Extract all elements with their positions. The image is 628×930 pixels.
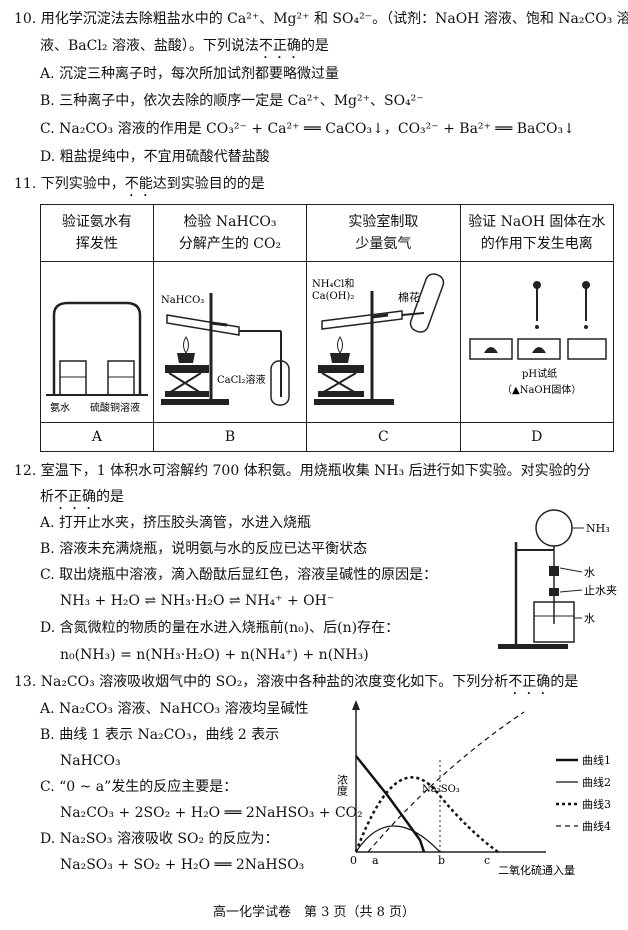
- emphasis-text: 不正确: [54, 489, 96, 505]
- q12-equation-c: NH₃ + H₂O ⇌ NH₃·H₂O ⇌ NH₄⁺ + OH⁻: [60, 593, 335, 609]
- concentration-chart: 浓度 二氧化硫通入量 0 a b c Na₂SO₃ 曲线1 曲线2 曲线3 曲线…: [336, 700, 611, 877]
- q12-option-d: D. 含氮微粒的物质的量在水进入烧瓶前(n₀)、后(n)存在：: [40, 620, 400, 636]
- q11-stem: 11. 下列实验中，不能达到实验目的的是: [14, 176, 265, 192]
- series-2-line: [355, 825, 441, 853]
- label-cacl2: CaCl₂溶液: [217, 373, 265, 386]
- x-tick-b: b: [438, 854, 445, 867]
- series-1-line: [355, 755, 426, 853]
- q13-option-d-line1: D. Na₂SO₃ 溶液吸收 SO₂ 的反应为：: [40, 831, 279, 847]
- q10-stem-line2: 液、BaCl₂ 溶液、盐酸）。下列说法不正确的是: [40, 38, 329, 54]
- legend-label-1: 曲线1: [582, 753, 611, 767]
- q10-option-a: A. 沉淀三种离子时，每次所加试剂都要略微过量: [40, 66, 340, 82]
- x-tick-0: 0: [350, 854, 357, 867]
- y-axis-label: 浓度: [336, 774, 349, 797]
- figure-a: 氨水 硫酸铜溶液: [40, 261, 154, 423]
- header-c: 实验室制取少量氨气: [306, 204, 461, 262]
- emphasis-text: 不能: [124, 176, 153, 192]
- annotation-na2so3: Na₂SO₃: [422, 784, 460, 795]
- q12-option-b: B. 溶液未充满烧瓶，说明氨与水的反应已达平衡状态: [40, 541, 368, 557]
- fountain-apparatus-figure: NH₃ 水 止水夹 水: [498, 509, 617, 649]
- label-nahco3: NaHCO₃: [161, 295, 204, 306]
- q13-option-c-line1: C. “0 ~ a”发生的反应主要是：: [40, 779, 238, 795]
- header-d: 验证 NaOH 固体在水的作用下发生电离: [459, 204, 615, 262]
- q13-option-c-line2: Na₂CO₃ + 2SO₂ + H₂O ══ 2NaHSO₃ + CO₂: [60, 805, 363, 821]
- q13-option-b-line2: NaHCO₃: [60, 753, 121, 769]
- q13-stem: 13. Na₂CO₃ 溶液吸收烟气中的 SO₂，溶液中各种盐的浓度变化如下。下列…: [14, 674, 579, 690]
- page-footer: 高一化学试卷 第 3 页（共 8 页）: [212, 905, 416, 920]
- header-a: 验证氨水有挥发性: [40, 204, 154, 262]
- figure-c: NH₄Cl和 Ca(OH)₂ 棉花: [306, 261, 461, 423]
- emphasis-text: 不正确: [258, 38, 301, 54]
- heating-setup-figure: NaHCO₃ CaCl₂溶液: [160, 293, 290, 406]
- label-naoh-note: （▲NaOH固体）: [502, 384, 581, 396]
- label-cuso4: 硫酸铜溶液: [90, 401, 140, 414]
- q13-option-d-line2: Na₂SO₃ + SO₂ + H₂O ══ 2NaHSO₃: [60, 857, 305, 873]
- legend-label-2: 曲线2: [582, 775, 611, 789]
- option-label-c: C: [306, 422, 461, 452]
- q13-option-a: A. Na₂CO₃ 溶液、NaHCO₃ 溶液均呈碱性: [40, 701, 309, 717]
- q13-option-b-line1: B. 曲线 1 表示 Na₂CO₃，曲线 2 表示: [40, 727, 280, 743]
- chart-legend: 曲线1 曲线2 曲线3 曲线4: [556, 753, 611, 833]
- ammonia-prep-figure: NH₄Cl和 Ca(OH)₂ 棉花: [312, 273, 445, 405]
- q12-option-c: C. 取出烧瓶中溶液，滴入酚酞后显红色，溶液呈碱性的原因是：: [40, 567, 438, 583]
- series-3-line: [354, 776, 499, 854]
- q12-equation-d: n₀(NH₃) = n(NH₃·H₂O) + n(NH₄⁺) + n(NH₃): [60, 647, 369, 663]
- q10-stem-line1: 10. 用化学沉淀法去除粗盐水中的 Ca²⁺、Mg²⁺ 和 SO₄²⁻。（试剂：…: [14, 11, 628, 27]
- option-label-a: A: [40, 422, 154, 452]
- option-label-b: B: [152, 422, 308, 452]
- label-ph-paper: pH试纸: [522, 367, 557, 380]
- bell-jar-figure: 氨水 硫酸铜溶液: [45, 301, 148, 414]
- legend-label-4: 曲线4: [582, 819, 611, 833]
- figure-b: NaHCO₃ CaCl₂溶液: [152, 261, 308, 423]
- label-ammonia: 氨水: [50, 401, 70, 414]
- q10-option-b: B. 三种离子中，依次去除的顺序一定是 Ca²⁺、Mg²⁺、SO₄²⁻: [40, 93, 424, 109]
- figure-d: pH试纸 （▲NaOH固体）: [459, 261, 615, 423]
- q12-option-a: A. 打开止水夹，挤压胶头滴管，水进入烧瓶: [40, 515, 312, 531]
- x-axis-label: 二氧化硫通入量: [498, 863, 575, 877]
- q10-option-d: D. 粗盐提纯中，不宜用硫酸代替盐酸: [40, 149, 270, 165]
- label-cotton: 棉花: [398, 290, 420, 304]
- x-tick-c: c: [484, 854, 490, 867]
- q10-option-c: C. Na₂CO₃ 溶液的作用是 CO₃²⁻ + Ca²⁺ ══ CaCO₃↓，…: [40, 121, 575, 137]
- x-tick-a: a: [372, 854, 379, 867]
- label-water-dropper: 水: [584, 566, 595, 579]
- q12-stem-line1: 12. 室温下，1 体积水可溶解约 700 体积氨。用烧瓶收集 NH₃ 后进行如…: [14, 463, 591, 479]
- q12-stem-line2: 析不正确的是: [40, 489, 124, 505]
- series-4-line: [367, 711, 525, 853]
- legend-label-3: 曲线3: [582, 797, 611, 811]
- label-clamp: 止水夹: [584, 584, 617, 597]
- label-nh3: NH₃: [586, 522, 610, 535]
- label-nh4cl: NH₄Cl和: [312, 278, 354, 290]
- label-water-beaker: 水: [584, 612, 595, 625]
- ph-paper-figure: pH试纸 （▲NaOH固体）: [469, 281, 607, 396]
- option-label-d: D: [459, 422, 615, 452]
- label-caoh2: Ca(OH)₂: [312, 291, 354, 302]
- emphasis-text: 不正确: [508, 674, 551, 690]
